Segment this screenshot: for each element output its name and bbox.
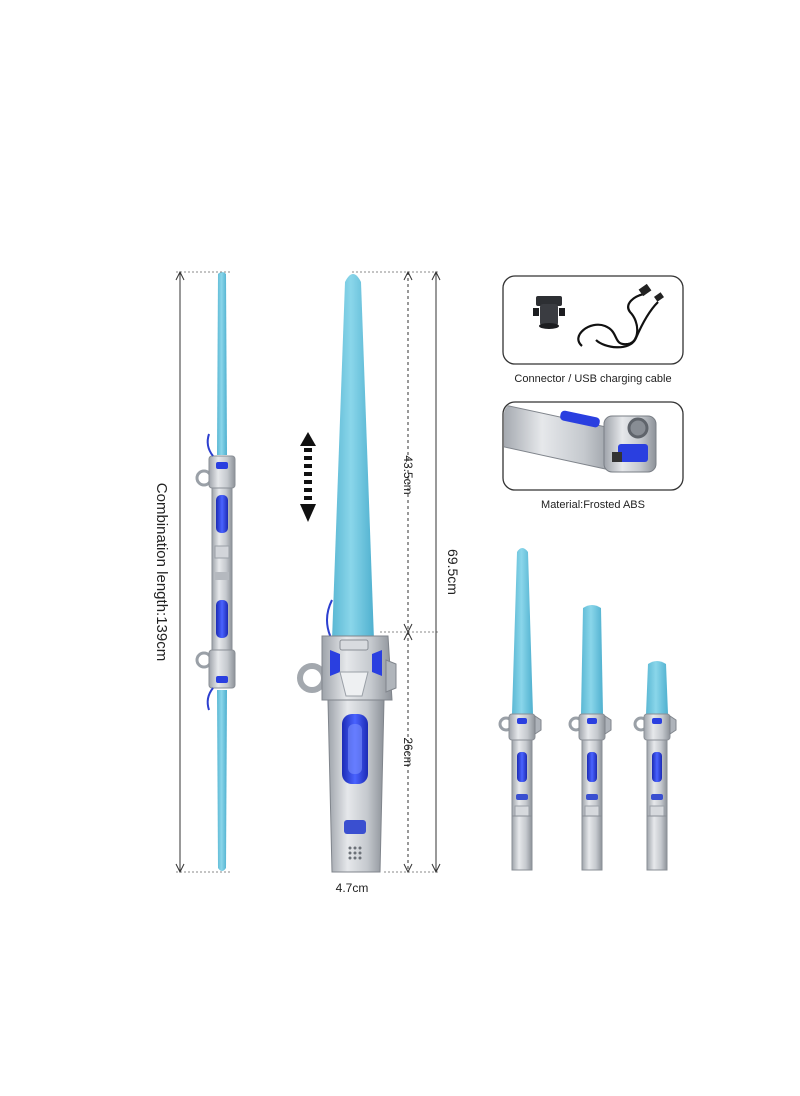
accessory-box-material bbox=[502, 401, 684, 491]
material-caption: Material:Frosted ABS bbox=[541, 499, 645, 511]
usb-cable-icon bbox=[577, 283, 664, 349]
saber-size-small bbox=[633, 661, 678, 871]
total-dimension: 69.5cm bbox=[431, 270, 461, 874]
double-arrow-icon bbox=[300, 432, 316, 522]
combined-saber bbox=[195, 272, 236, 871]
blade-dimension: 43.5cm bbox=[352, 270, 440, 873]
total-length-label: 69.5cm bbox=[445, 549, 461, 595]
single-saber bbox=[297, 274, 397, 873]
hilt-width-label: 4.7cm bbox=[336, 881, 369, 895]
saber-size-large bbox=[498, 548, 543, 871]
combination-dimension: Combination length:139cm bbox=[153, 270, 230, 874]
combination-length-label: Combination length:139cm bbox=[153, 483, 170, 661]
saber-size-medium bbox=[568, 605, 613, 871]
accessory-box-connector bbox=[502, 275, 684, 365]
speaker-grille bbox=[348, 846, 362, 860]
connector-caption: Connector / USB charging cable bbox=[514, 373, 671, 385]
connector-icon bbox=[533, 296, 565, 329]
hilt-length-label: 26cm bbox=[401, 737, 415, 766]
blade-length-label: 43.5cm bbox=[401, 455, 415, 494]
hilt-dimension: 26cm bbox=[401, 630, 415, 874]
